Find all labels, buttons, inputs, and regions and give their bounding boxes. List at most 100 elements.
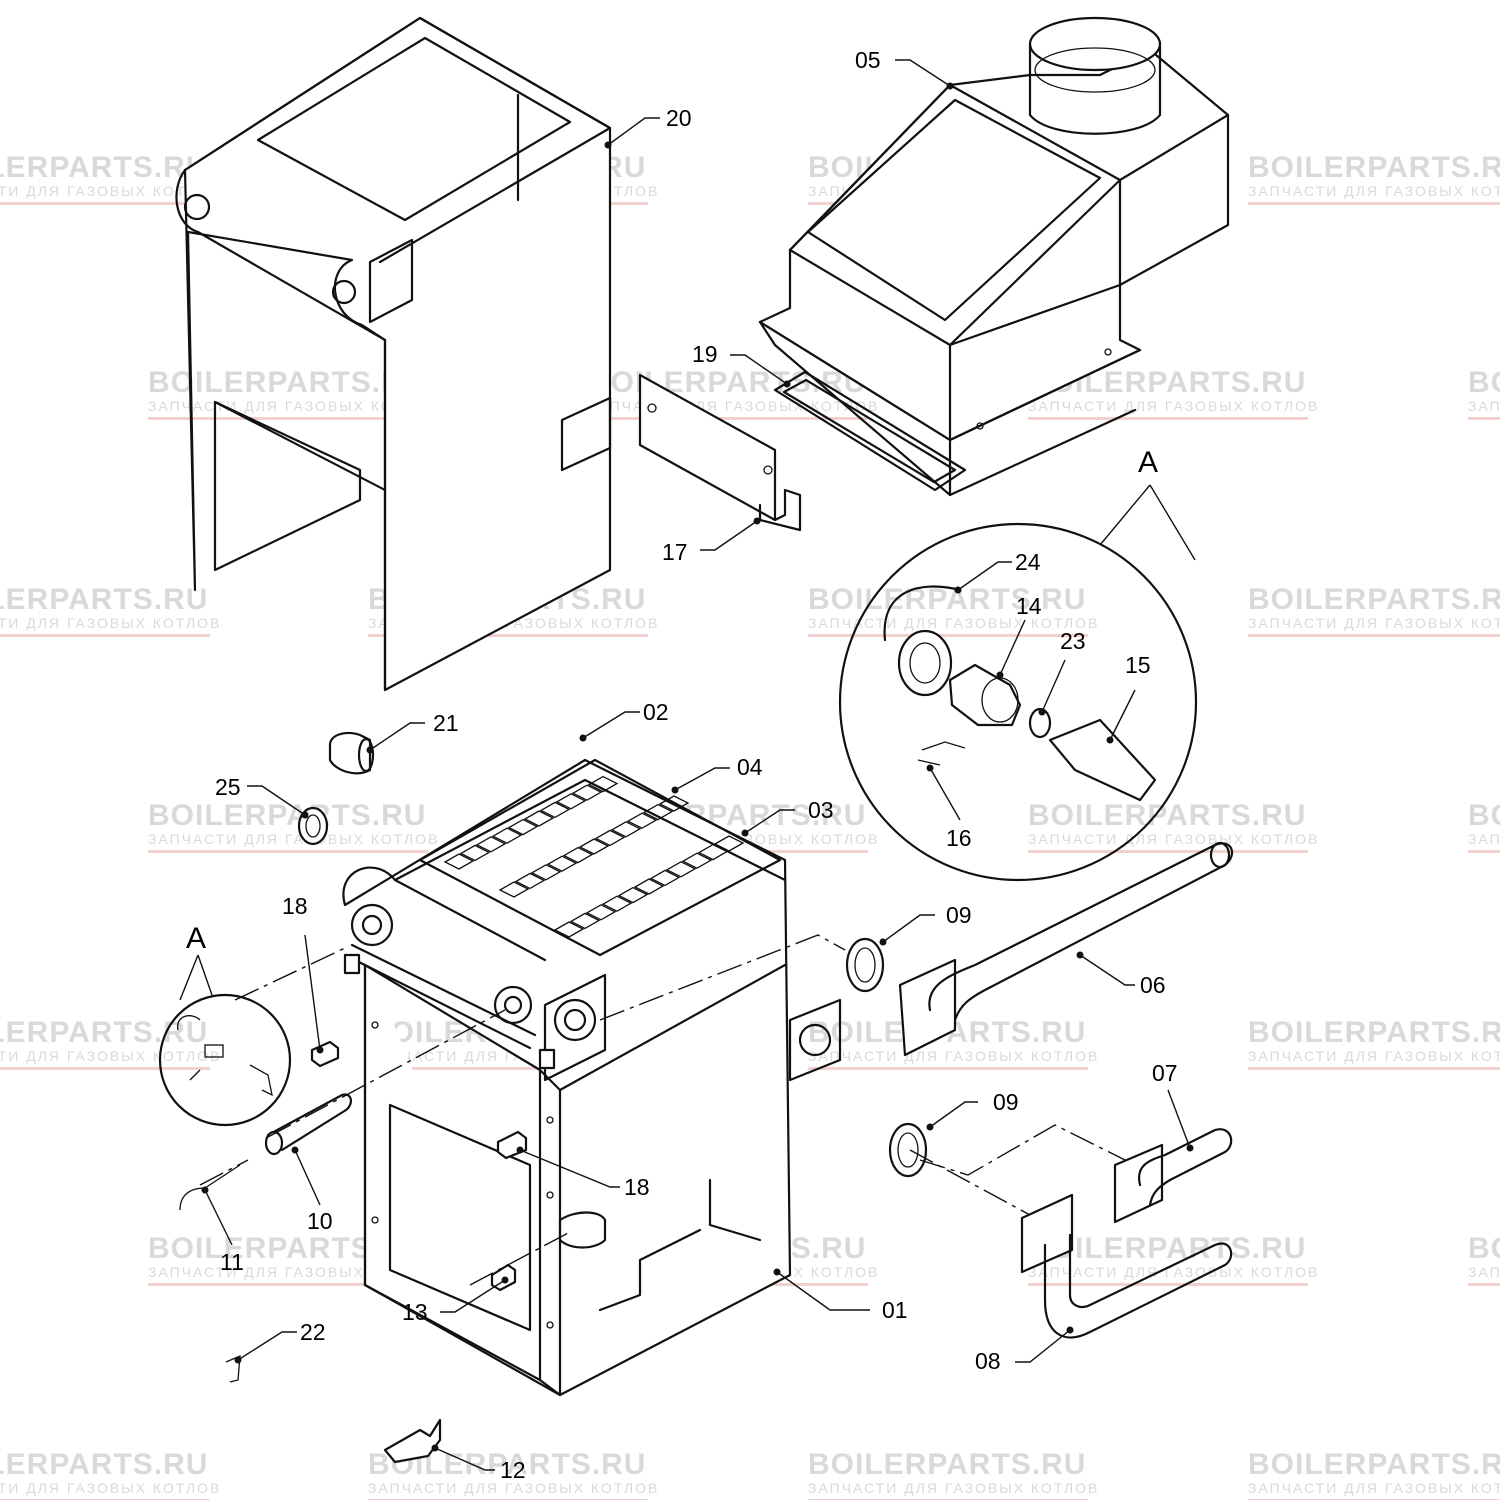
watermark-tagline: ЗАПЧАСТИ ДЛЯ ГАЗОВЫХ КОТЛОВ	[368, 1480, 659, 1496]
callout-22: 22	[300, 1319, 326, 1345]
watermark-tagline: ЗАПЧАСТИ ДЛЯ ГАЗОВЫХ КОТЛОВ	[0, 1048, 221, 1064]
watermark-tagline: ЗАПЧАСТИ ДЛЯ ГАЗОВЫХ КОТЛОВ	[1468, 1264, 1500, 1280]
watermark-brand: BOILERPARTS.RU	[588, 366, 866, 399]
watermark-brand: BOILERPARTS.RU	[148, 799, 426, 832]
watermark-underline	[1468, 850, 1500, 853]
watermark-tagline: ЗАПЧАСТИ ДЛЯ ГАЗОВЫХ КОТЛОВ	[148, 831, 439, 847]
watermark-brand: BOILERPARTS.RU	[1248, 151, 1500, 184]
fin-slot	[530, 864, 562, 881]
watermark-tagline: ЗАПЧАСТИ ДЛЯ ГАЗОВЫХ КОТЛОВ	[0, 615, 221, 631]
watermark-underline	[1028, 1283, 1308, 1286]
fin-slot	[610, 821, 642, 838]
watermark-brand: BOILERPARTS.RU	[1248, 1448, 1500, 1481]
fin-slot	[713, 835, 745, 852]
fin-slot	[578, 838, 610, 855]
watermark-brand: BOILERPARTS.RU	[0, 1448, 208, 1481]
watermark-underline	[0, 1067, 210, 1070]
watermark-underline	[148, 417, 428, 420]
watermark-tagline: ЗАПЧАСТИ ДЛЯ ГАЗОВЫХ КОТЛОВ	[808, 1480, 1099, 1496]
fin-slot	[553, 921, 585, 938]
watermark-brand: BOILERPARTS.RU	[1468, 1232, 1500, 1265]
fin-slot	[617, 886, 649, 904]
fin-slot	[562, 846, 594, 864]
watermark-brand: BOILERPARTS.RU	[1028, 1232, 1306, 1265]
watermark-tagline: ЗАПЧАСТИ ДЛЯ ГАЗОВЫХ КОТЛОВ	[808, 1048, 1099, 1064]
fin-slot	[539, 801, 571, 819]
watermark-underline	[1248, 634, 1500, 637]
callout-06: 06	[1140, 972, 1166, 998]
watermark-brand: BOILERPARTS.RU	[1468, 366, 1500, 399]
watermark-tagline: ЗАПЧАСТИ ДЛЯ ГАЗОВЫХ КОТЛОВ	[1468, 831, 1500, 847]
alignment-lines	[199, 934, 1126, 1286]
fan-hood	[758, 16, 1230, 497]
fin-slot	[601, 895, 633, 912]
callout-18-left: 18	[282, 893, 308, 919]
callout-14: 14	[1016, 593, 1042, 619]
fin-slot	[498, 881, 530, 898]
watermark-underline	[148, 850, 428, 853]
watermark-tagline: ЗАПЧАСТИ ДЛЯ ГАЗОВЫХ КОТЛОВ	[1028, 831, 1319, 847]
heat-exchanger-body	[342, 758, 842, 1397]
fin-slot	[642, 803, 674, 821]
watermark-brand: BOILERPARTS.RU	[1248, 1016, 1500, 1049]
watermark-tagline: ЗАПЧАСТИ ДЛЯ ГАЗОВЫХ КОТЛОВ	[0, 183, 221, 199]
detail-a-label: A	[1138, 446, 1158, 479]
watermark-underline	[1028, 417, 1308, 420]
fin-slot	[633, 878, 665, 895]
pipes-and-seals	[845, 841, 1234, 1339]
fin-slot	[681, 852, 713, 869]
callout-01: 01	[882, 1297, 908, 1323]
callout-19: 19	[692, 341, 718, 367]
callout-05: 05	[855, 47, 881, 73]
watermark-tagline: ЗАПЧАСТИ ДЛЯ ГАЗОВЫХ КОТЛОВ	[1248, 1480, 1500, 1496]
watermark-underline	[808, 634, 1088, 637]
watermark-tagline: ЗАПЧАСТИ ДЛЯ ГАЗОВЫХ КОТЛОВ	[808, 615, 1099, 631]
fin-slot	[507, 818, 539, 836]
callout-13: 13	[402, 1299, 428, 1325]
callout-09-bottom: 09	[993, 1089, 1019, 1115]
callout-24: 24	[1015, 549, 1041, 575]
watermark-brand: BOILERPARTS.RU	[1028, 799, 1306, 832]
fin-slot	[585, 904, 617, 921]
watermark-underline	[0, 634, 210, 637]
fin-slot	[555, 793, 587, 810]
fin-slot	[491, 827, 523, 844]
fin-slot	[649, 869, 681, 887]
watermark-brand: BOILERPARTS.RU	[148, 366, 426, 399]
fin-slot	[697, 843, 729, 861]
watermark-underline	[808, 1067, 1088, 1070]
callout-25: 25	[215, 774, 241, 800]
watermark-brand: BOILERPARTS.RU	[0, 1016, 208, 1049]
watermark-underline	[368, 1067, 648, 1070]
fin-slot	[459, 844, 491, 862]
callout-16: 16	[946, 825, 972, 851]
fin-slot	[658, 795, 690, 812]
callout-23: 23	[1060, 628, 1086, 654]
callout-18-right: 18	[624, 1174, 650, 1200]
watermark-underline	[368, 634, 648, 637]
gasket	[773, 370, 967, 492]
watermark-tagline: ЗАПЧАСТИ ДЛЯ ГАЗОВЫХ КОТЛОВ	[1248, 615, 1500, 631]
callout-07: 07	[1152, 1060, 1178, 1086]
watermark-underline	[1468, 1283, 1500, 1286]
watermark-tagline: ЗАПЧАСТИ ДЛЯ ГАЗОВЫХ КОТЛОВ	[1248, 183, 1500, 199]
callout-08: 08	[975, 1348, 1001, 1374]
fin-slot	[587, 775, 619, 793]
watermark-underline	[148, 1283, 428, 1286]
fin-slot	[546, 855, 578, 872]
watermark-underline	[588, 417, 868, 420]
fin-grid	[418, 758, 782, 957]
detail-a-small	[158, 954, 292, 1127]
callout-04: 04	[737, 754, 763, 780]
callout-labels: 20 05 19 17 02 04 03 21 25 18 18 09 09 0…	[186, 47, 1178, 1483]
watermark-tagline: ЗАПЧАСТИ ДЛЯ ГАЗОВЫХ КОТЛОВ	[0, 1480, 221, 1496]
fin-slot	[443, 853, 475, 870]
callout-12: 12	[500, 1457, 526, 1483]
watermark-brand: BOILERPARTS.RU	[808, 1448, 1086, 1481]
loose-parts	[179, 731, 528, 1464]
watermark-brand: BOILERPARTS.RU	[0, 583, 208, 616]
watermark-brand: BOILERPARTS.RU	[0, 151, 208, 184]
fin-slot	[569, 912, 601, 930]
